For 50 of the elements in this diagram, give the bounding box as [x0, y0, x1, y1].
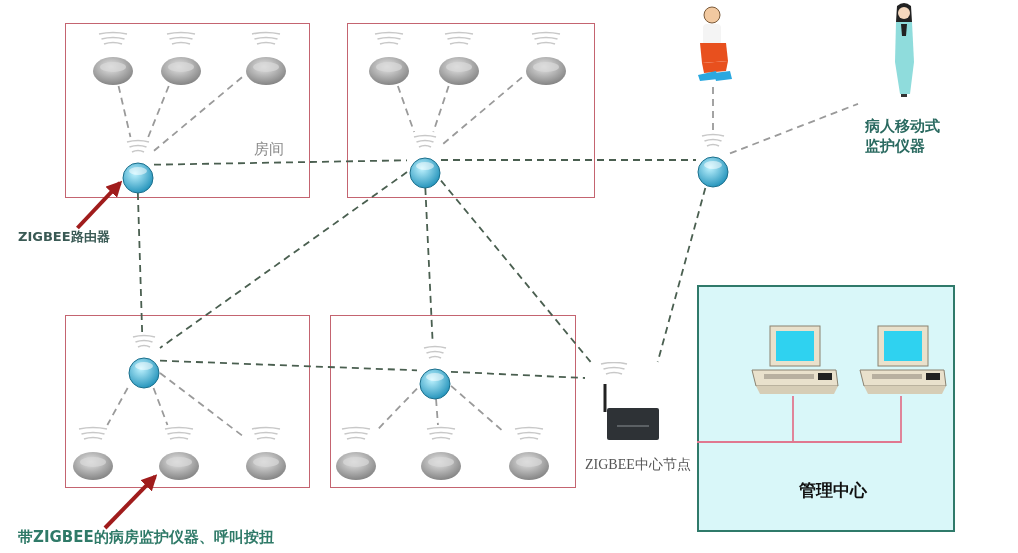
- router-icon: [418, 344, 452, 400]
- wireless-link: [440, 159, 697, 161]
- room-box: [65, 23, 310, 198]
- wireless-link: [440, 179, 592, 363]
- router-icon: [127, 333, 161, 389]
- wireless-link: [159, 372, 243, 437]
- wireless-link: [152, 387, 169, 426]
- sensor-device-icon: [243, 31, 289, 87]
- wireless-link: [435, 398, 439, 426]
- device-label: ZIGBEE中心节点: [585, 456, 691, 474]
- wireless-link: [440, 76, 523, 147]
- room-box: [330, 315, 576, 488]
- sensor-device-icon: [156, 426, 202, 482]
- router-icon: [121, 138, 155, 194]
- wireless-link: [117, 85, 132, 138]
- room-box: [65, 315, 310, 488]
- sensor-device-icon: [523, 31, 569, 87]
- sensor-device-icon: [158, 31, 204, 87]
- cable-line: [696, 395, 902, 443]
- callout-label: ZIGBEE路由器: [18, 228, 110, 246]
- panel-title: 管理中心: [799, 479, 867, 502]
- sensor-device-icon: [506, 426, 552, 482]
- wireless-link: [450, 370, 586, 379]
- wireless-link: [159, 359, 418, 372]
- wireless-link: [729, 102, 859, 155]
- router-icon: [696, 132, 730, 188]
- sensor-device-icon: [90, 31, 136, 87]
- room-box: [347, 23, 595, 198]
- sensor-device-icon: [366, 31, 412, 87]
- wireless-link: [397, 85, 415, 133]
- sensor-device-icon: [418, 426, 464, 482]
- room-label: 房间: [254, 140, 284, 159]
- wireless-link: [106, 387, 129, 426]
- sensor-device-icon: [70, 426, 116, 482]
- wireless-link: [712, 86, 714, 133]
- sensor-device-icon: [243, 426, 289, 482]
- wireless-link: [377, 387, 418, 431]
- management-center-panel: [697, 285, 955, 532]
- router-icon: [408, 133, 442, 189]
- leader-arrow: [103, 474, 158, 530]
- wireless-link: [147, 85, 170, 138]
- sensor-device-icon: [333, 426, 379, 482]
- sensor-device-icon: [436, 31, 482, 87]
- wireless-link: [153, 76, 243, 152]
- figure-caption: 病人移动式监护仪器: [865, 116, 941, 157]
- wireless-link: [159, 171, 408, 349]
- leader-arrow: [76, 180, 123, 230]
- callout-label: 带ZIGBEE的病房监护仪器、呼叫按扭: [18, 528, 274, 547]
- wireless-link: [136, 192, 144, 333]
- wireless-link: [153, 159, 408, 166]
